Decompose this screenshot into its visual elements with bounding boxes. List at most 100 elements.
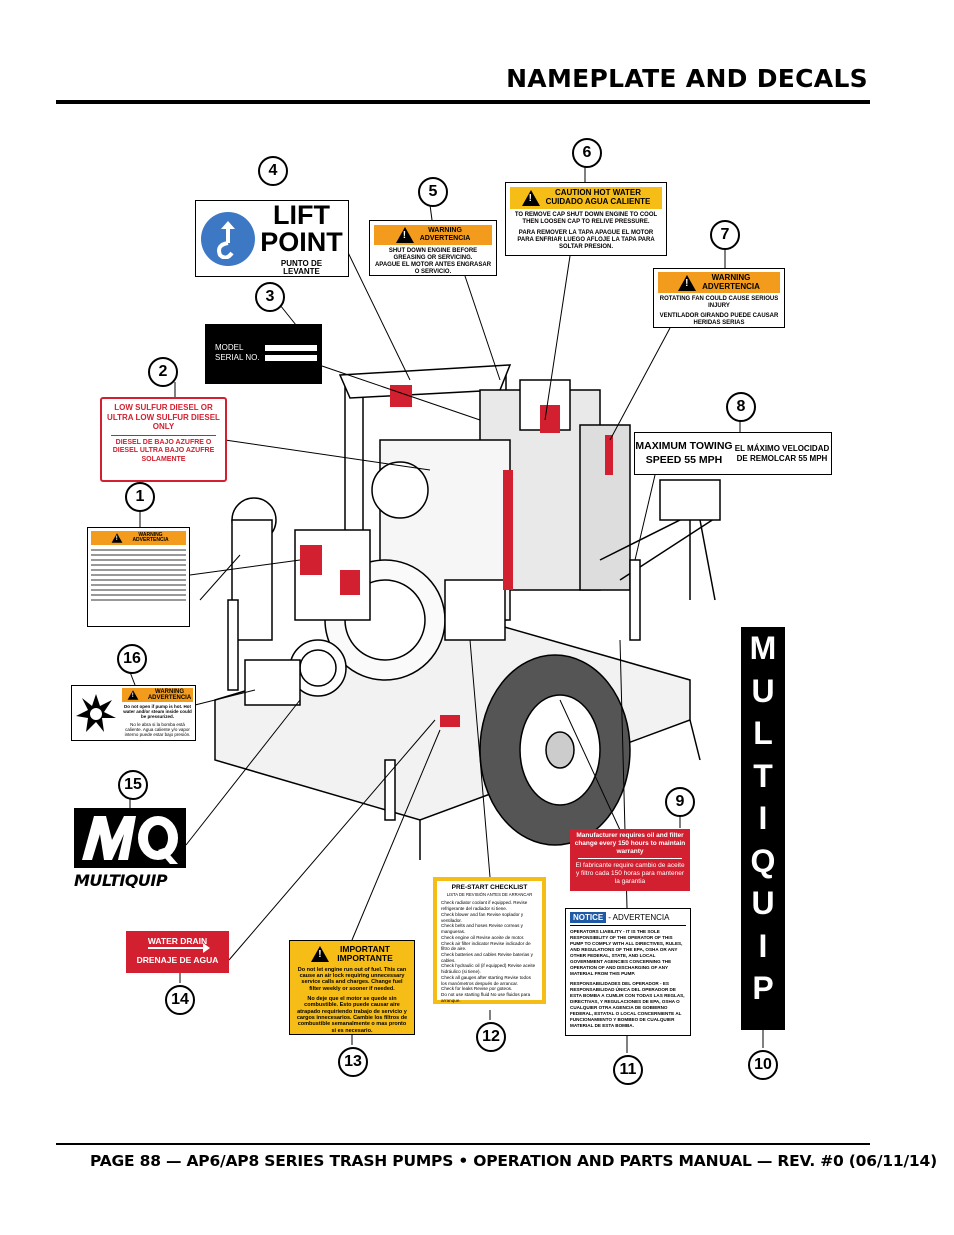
pre-start-checklist-decal: PRE-START CHECKLIST LISTA DE REVISIÓN AN…: [433, 877, 546, 1004]
callout-7: 7: [710, 220, 740, 250]
notice-en: OPERATORS LIABILITY - IT IS THE SOLE RES…: [570, 929, 683, 976]
hot-pump-en: Do not open if pump is hot. Hot water an…: [123, 704, 192, 720]
lift-sub2: LEVANTE: [283, 266, 320, 276]
notice-decal: NOTICE - ADVERTENCIA OPERATORS LIABILITY…: [565, 908, 691, 1036]
water-drain-es: DRENAJE DE AGUA: [136, 955, 219, 965]
side-tab-letter: U: [751, 672, 775, 709]
nameplate-decal: MODEL SERIAL NO.: [205, 324, 322, 384]
callout-2: 2: [148, 357, 178, 387]
shutdown-en: SHUT DOWN ENGINE BEFORE GREASING OR SERV…: [388, 248, 478, 261]
footer-rule: [56, 1143, 870, 1145]
shutdown-head1: WARNING: [428, 227, 462, 235]
low-sulfur-en: LOW SULFUR DIESEL OR ULTRA LOW SULFUR DI…: [107, 403, 220, 432]
side-tab-letter: I: [758, 927, 768, 964]
towing-speed-decal: MAXIMUM TOWING SPEED 55 MPH EL MÁXIMO VE…: [634, 432, 832, 475]
callout-9: 9: [665, 787, 695, 817]
notice-es: RESPONSABILIDADES DEL OPERADOR - ES RESP…: [570, 980, 685, 1028]
hot-pump-head2: ADVERTENCIA: [147, 695, 192, 701]
fan-head2: ADVERTENCIA: [702, 281, 760, 291]
multiquip-wordmark: MULTIQUIP: [74, 871, 168, 890]
callout-13: 13: [338, 1047, 368, 1077]
checklist-item: Check all gauges after starting Revise t…: [441, 974, 531, 986]
callout-10: 10: [748, 1050, 778, 1080]
callout-12: 12: [476, 1022, 506, 1052]
hot-water-head1: CAUTION HOT WATER: [554, 188, 642, 198]
page-title: NAMEPLATE AND DECALS: [506, 64, 868, 93]
side-tab-letter: I: [758, 800, 768, 836]
notice-head2: - ADVERTENCIA: [608, 913, 670, 922]
side-tab-letter: T: [753, 757, 773, 794]
header-rule: [56, 100, 870, 104]
callout-5: 5: [418, 177, 448, 207]
lift-point-decal: LIFT POINT PUNTO DE LEVANTE: [195, 200, 349, 277]
lift-line2: POINT: [260, 226, 343, 257]
checklist-item: Check blower and fan Revise soplador y v…: [441, 911, 524, 923]
side-tab-letter: P: [752, 970, 774, 1006]
hot-pump-head1: WARNING: [155, 689, 184, 695]
hot-water-head2: CUIDADO AGUA CALIENTE: [545, 197, 651, 206]
towing-en: MAXIMUM TOWING SPEED 55 MPH: [635, 440, 733, 466]
low-sulfur-es: DIESEL DE BAJO AZUFRE O DIESEL ULTRA BAJ…: [112, 438, 215, 463]
water-drain-decal: WATER DRAIN DRENAJE DE AGUA: [126, 931, 229, 973]
page-footer: PAGE 88 — AP6/AP8 SERIES TRASH PUMPS • O…: [90, 1152, 937, 1170]
callout-8: 8: [726, 392, 756, 422]
callout-6: 6: [572, 138, 602, 168]
checklist-item: Do not use starting fluid No use fluidos…: [441, 992, 531, 1003]
checklist-item: Check engine oil Revise aceite de motor.: [441, 934, 525, 940]
towing-es: EL MÁXIMO VELOCIDAD DE REMOLCAR 55 MPH: [734, 443, 830, 463]
checklist-item: Check belts and hoses Revise correas y m…: [441, 923, 523, 935]
multiquip-side-tab: M U L T I Q U I P: [741, 627, 785, 1030]
important-es: No deje que el motor se quede sin combus…: [296, 995, 408, 1034]
arrow-right-icon: [147, 943, 210, 953]
fan-head1: WARNING: [711, 272, 751, 282]
callout-15: 15: [118, 770, 148, 800]
shutdown-head2: ADVERTENCIA: [419, 235, 471, 242]
callout-4: 4: [258, 156, 288, 186]
steam-burst-icon: [72, 686, 120, 740]
lift-sub1: PUNTO DE: [280, 258, 323, 268]
fan-es: VENTILADOR GIRANDO PUEDE CAUSAR HERIDAS …: [659, 312, 779, 326]
checklist-head1: PRE-START CHECKLIST: [451, 884, 528, 891]
warning-icon: [395, 227, 414, 243]
checklist-item: Check batteries and cables Revise bateri…: [441, 951, 533, 963]
side-tab-letter: Q: [750, 842, 776, 879]
general-head2: ADVERTENCIA: [132, 537, 169, 543]
shutdown-es: APAGUE EL MOTOR ANTES ENGRASAR O SERVICI…: [374, 261, 492, 275]
oil-change-es: El fabricante require cambio de aceite y…: [575, 862, 685, 885]
nameplate-model-label: MODEL: [215, 343, 244, 352]
checklist-item: Check for leaks Revise por goteos.: [441, 986, 513, 992]
model-field: [265, 345, 317, 351]
notice-head1: NOTICE: [570, 912, 607, 923]
fine-print-lines: [91, 549, 186, 601]
water-drain-en: WATER DRAIN: [147, 936, 208, 946]
warning-icon: [112, 533, 123, 543]
lift-hook-icon: [201, 211, 255, 266]
caution-icon: [521, 190, 540, 206]
checklist-item: Check air filter indicator Revise indica…: [441, 940, 531, 952]
serial-field: [265, 355, 317, 361]
callout-1: 1: [125, 482, 155, 512]
callout-11: 11: [613, 1055, 643, 1085]
callout-14: 14: [165, 985, 195, 1015]
lift-line1: LIFT: [273, 199, 330, 230]
fan-en: ROTATING FAN COULD CAUSE SERIOUS INJURY: [659, 296, 779, 309]
checklist-item: Check radiator coolant if equipped. Revi…: [441, 900, 528, 912]
checklist-head2: LISTA DE REVISIÓN ANTES DE ARRANCAR: [446, 892, 533, 898]
callout-16: 16: [117, 644, 147, 674]
hot-pump-es: No le abra si la bomba está caliente. Ag…: [124, 721, 191, 737]
important-head2: IMPORTANTE: [337, 953, 393, 964]
warning-icon: [127, 690, 139, 700]
checklist-item: Check hydraulic oil (if equipped) Revise…: [441, 963, 536, 975]
oil-change-en: Manufacturer requires oil and filter cha…: [574, 832, 686, 855]
